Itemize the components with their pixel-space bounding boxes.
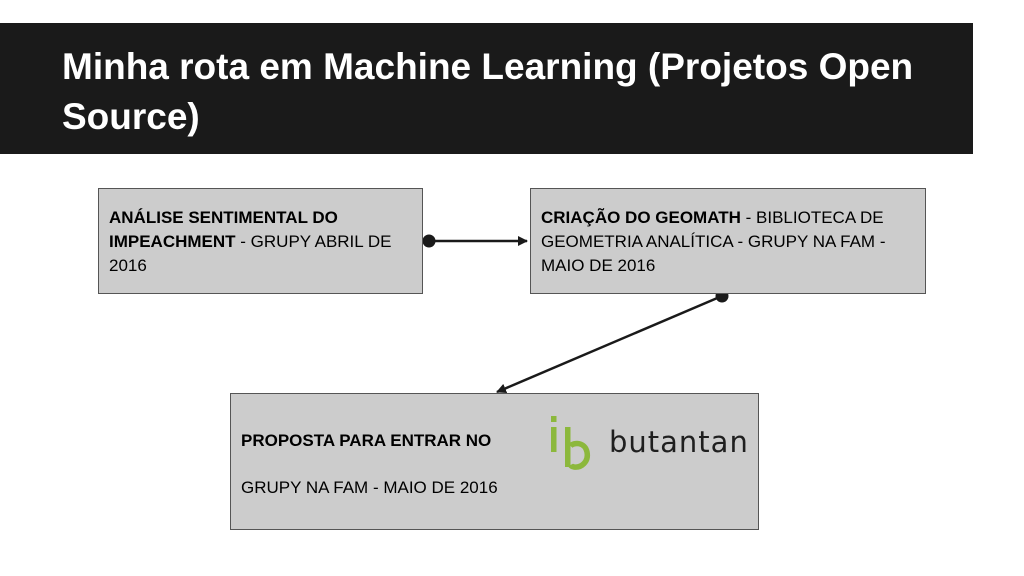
node-title: CRIAÇÃO DO GEOMATH bbox=[541, 208, 741, 227]
butantan-logo-text: butantan bbox=[609, 425, 749, 459]
edge-analise-to-geomath bbox=[422, 234, 528, 248]
slide-title: Minha rota em Machine Learning (Projetos… bbox=[62, 46, 914, 137]
node-proposta-butantan: PROPOSTA PARA ENTRAR NO butantan GRUPY N… bbox=[230, 393, 759, 530]
ib-butantan-logo-icon bbox=[551, 416, 591, 470]
node-title: PROPOSTA PARA ENTRAR NO bbox=[241, 431, 492, 450]
node-detail: GRUPY NA FAM - MAIO DE 2016 bbox=[241, 478, 498, 497]
node-detail: - BIBLIOTECA DE GEOMETRIA ANALÍTICA - GR… bbox=[541, 208, 886, 275]
node-title: ANÁLISE SENTIMENTAL DO IMPEACHMENT bbox=[109, 208, 338, 251]
node-geomath: CRIAÇÃO DO GEOMATH - BIBLIOTECA DE GEOME… bbox=[530, 188, 926, 294]
butantan-logo: butantan bbox=[547, 412, 749, 472]
edge-arrow bbox=[496, 294, 723, 394]
node-analise-sentimental: ANÁLISE SENTIMENTAL DO IMPEACHMENT - GRU… bbox=[98, 188, 423, 294]
node-detail: - GRUPY ABRIL DE 2016 bbox=[109, 232, 392, 275]
edge-geomath-to-proposta bbox=[496, 289, 729, 394]
title-bar bbox=[0, 23, 973, 154]
